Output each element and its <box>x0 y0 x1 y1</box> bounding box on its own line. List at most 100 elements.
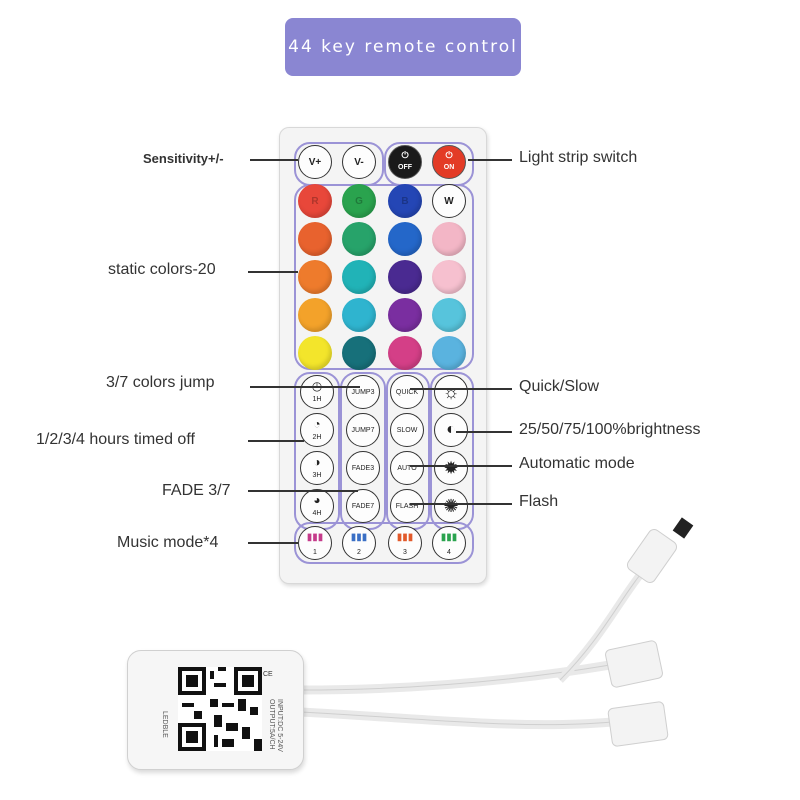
timer-1h-label: 1H <box>312 395 322 403</box>
music-1-label: 1 <box>313 548 317 556</box>
static-color-button[interactable] <box>432 336 466 370</box>
quick-slow-leader <box>410 388 512 390</box>
ce-mark: CE <box>263 671 273 678</box>
on-button[interactable]: ⏻ ON <box>432 145 466 179</box>
power-on-icon: ⏻ <box>445 150 453 160</box>
music-2-button[interactable]: ▮▮▮ 2 <box>342 526 376 560</box>
static-color-button[interactable] <box>342 298 376 332</box>
white-label: W <box>444 195 454 207</box>
controller-spec-output: OUTPUT:5A/CH <box>268 699 275 750</box>
static-color-button[interactable] <box>432 222 466 256</box>
white-button[interactable]: W <box>432 184 466 218</box>
timer-3h-button[interactable]: ◑ 3H <box>300 451 334 485</box>
music-2-label: 2 <box>357 548 361 556</box>
fade3-button[interactable]: FADE3 <box>346 451 380 485</box>
static-colors-label: static colors-20 <box>108 261 216 278</box>
brightness-25-button[interactable]: ☼ <box>434 375 468 409</box>
slow-button[interactable]: SLOW <box>390 413 424 447</box>
v-minus-label: V- <box>354 156 364 168</box>
sensitivity-leader <box>250 159 298 161</box>
quick-slow-label: Quick/Slow <box>519 378 600 395</box>
off-label: OFF <box>398 163 412 171</box>
static-color-button[interactable] <box>342 222 376 256</box>
controller-spec-input: INPUT:DC 5-24V <box>276 699 283 752</box>
controller-brand: LEDBLE <box>161 711 168 738</box>
timer-2h-button[interactable]: ◔ 2H <box>300 413 334 447</box>
equalizer-icon: ▮▮▮ <box>440 532 458 543</box>
static-color-button[interactable] <box>388 222 422 256</box>
timer-1h-button[interactable]: ◷1H <box>300 375 334 409</box>
static-colors-leader <box>248 271 298 273</box>
brightness-100-button[interactable]: ✺ <box>434 489 468 523</box>
blue-label: B <box>401 195 409 207</box>
power-off-icon: ⏻ <box>401 150 409 160</box>
music-3-button[interactable]: ▮▮▮3 <box>388 526 422 560</box>
wifi-controller-box: LEDBLE INPUT:DC 5-24V OUTPUT:5A/CH CE <box>127 650 304 770</box>
sensitivity-label: Sensitivity+/- <box>143 151 224 166</box>
remote-control: V+ V- ⏻ OFF ⏻ ON R G B W ◷1H ◔ 2H ◑ 3H ◕ 4H… <box>279 127 487 584</box>
flash-button[interactable]: FLASH <box>390 489 424 523</box>
static-color-button[interactable] <box>298 336 332 370</box>
timed-off-label: 1/2/3/4 hours timed off <box>36 431 195 448</box>
colors-jump-label: 3/7 colors jump <box>106 374 215 391</box>
timer-4h-label: 4H <box>312 509 322 517</box>
music-1-button[interactable]: ▮▮▮1 <box>298 526 332 560</box>
clock-icon: ◔ <box>313 417 321 431</box>
music-4-button[interactable]: ▮▮▮ 4 <box>432 526 466 560</box>
static-color-button[interactable] <box>388 260 422 294</box>
timer-4h-button[interactable]: ◕ 4H <box>300 489 334 523</box>
static-color-button[interactable] <box>388 298 422 332</box>
fade3-label: FADE3 <box>351 464 375 472</box>
timer-2h-label: 2H <box>312 433 322 441</box>
red-label: R <box>311 195 319 207</box>
sun-half-icon: ◐ <box>446 421 456 438</box>
light-switch-leader <box>468 159 512 161</box>
brightness-50-button[interactable]: ◐ <box>434 413 468 447</box>
v-plus-button[interactable]: V+ <box>298 145 332 179</box>
static-color-button[interactable] <box>342 336 376 370</box>
static-color-button[interactable] <box>298 260 332 294</box>
sun-filled-icon: ✹ <box>443 457 459 478</box>
brightness-75-button[interactable]: ✹ <box>434 451 468 485</box>
static-color-button[interactable] <box>298 298 332 332</box>
green-label: G <box>355 195 363 207</box>
jump3-label: JUMP3 <box>351 388 375 396</box>
red-button[interactable]: R <box>298 184 332 218</box>
music-3-label: 3 <box>403 548 407 556</box>
clock-icon: ◑ <box>313 455 321 469</box>
brightness-leader <box>456 431 512 433</box>
static-color-button[interactable] <box>298 222 332 256</box>
light-switch-label: Light strip switch <box>519 149 638 166</box>
quick-label: QUICK <box>395 388 419 396</box>
static-color-button[interactable] <box>388 336 422 370</box>
colors-jump-leader <box>250 386 360 388</box>
qr-code <box>178 667 262 751</box>
timer-3h-label: 3H <box>312 471 322 479</box>
fade7-button[interactable]: FADE7 <box>346 489 380 523</box>
quick-button[interactable]: QUICK <box>390 375 424 409</box>
music-4-label: 4 <box>447 548 451 556</box>
brightness-label: 25/50/75/100%brightness <box>519 421 701 438</box>
fade-leader <box>248 490 358 492</box>
automatic-label: Automatic mode <box>519 455 635 472</box>
green-button[interactable]: G <box>342 184 376 218</box>
title-banner: 44 key remote control <box>285 18 521 76</box>
off-button[interactable]: ⏻ OFF <box>388 145 422 179</box>
jump7-button[interactable]: JUMP7 <box>346 413 380 447</box>
flash-leader <box>410 503 512 505</box>
clock-icon: ◕ <box>313 493 321 507</box>
v-minus-button[interactable]: V- <box>342 145 376 179</box>
automatic-leader <box>410 465 512 467</box>
auto-button[interactable]: AUTO <box>390 451 424 485</box>
jump3-button[interactable]: JUMP3 <box>346 375 380 409</box>
equalizer-icon: ▮▮▮ <box>350 532 368 543</box>
music-leader <box>248 542 298 544</box>
sun-outline-icon: ☼ <box>442 381 460 402</box>
timed-off-leader <box>248 440 304 442</box>
static-colors-group <box>294 184 474 370</box>
static-color-button[interactable] <box>432 260 466 294</box>
blue-button[interactable]: B <box>388 184 422 218</box>
jump7-label: JUMP7 <box>351 426 375 434</box>
static-color-button[interactable] <box>432 298 466 332</box>
static-color-button[interactable] <box>342 260 376 294</box>
